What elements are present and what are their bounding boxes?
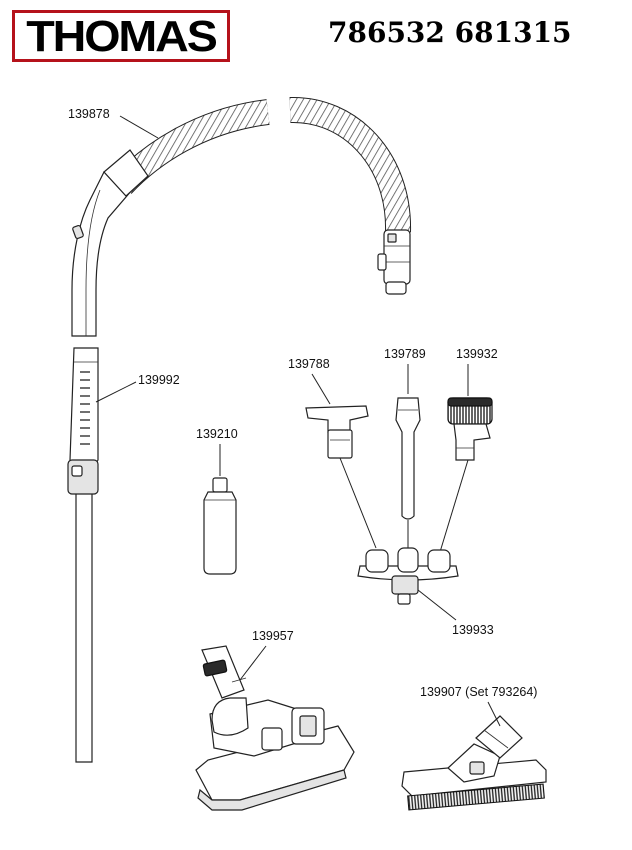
part-number-crevice: 139789 [384,347,426,361]
parquet-nozzle-part [401,715,547,811]
leader-line-holder [417,589,457,621]
part-number-floor: 139957 [252,629,294,643]
part-number-parquet: 139907 (Set 793264) [420,685,537,699]
model-numbers: 786532 681315 [328,16,572,49]
link-line-upholstery [339,457,377,549]
thomas-logo: THOMAS [12,10,230,62]
hose-part [71,96,412,337]
part-number-tube: 139992 [138,373,180,387]
part-number-upholstery: 139788 [288,357,330,371]
leader-line-hose [119,115,159,139]
crevice-nozzle-part [395,397,421,520]
leader-line-tube [95,381,137,403]
dusting-brush-part [447,397,493,461]
link-line-brush [439,459,469,553]
accessory-holder-part [357,547,459,605]
part-number-hose: 139878 [68,107,110,121]
leader-line-upholstery [311,373,331,405]
bottle-part [203,477,237,575]
floor-nozzle-part [195,645,355,811]
leader-line-parquet [487,701,501,727]
part-number-bottle: 139210 [196,427,238,441]
leader-line-floor [239,645,267,681]
upholstery-nozzle-part [305,405,369,459]
tube-part [67,347,99,763]
logo-text: THOMAS [26,12,217,61]
part-number-brush: 139932 [456,347,498,361]
part-number-holder: 139933 [452,623,494,637]
